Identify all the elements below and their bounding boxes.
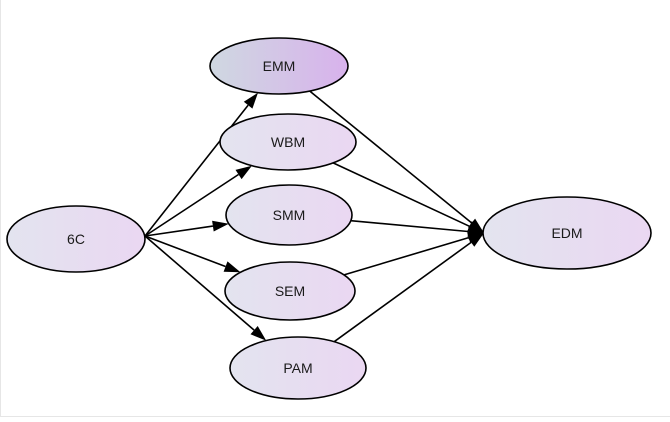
edge-line bbox=[144, 173, 239, 237]
node-6c: 6C bbox=[6, 205, 146, 273]
edge-line bbox=[343, 236, 469, 276]
edge-line bbox=[144, 225, 214, 237]
node-ellipse bbox=[224, 261, 356, 321]
arrowhead-icon bbox=[243, 92, 258, 109]
node-ellipse bbox=[209, 37, 349, 95]
node-ellipse bbox=[482, 196, 652, 270]
node-emm: EMM bbox=[209, 37, 349, 95]
node-edm: EDM bbox=[482, 196, 652, 270]
arrowhead-icon bbox=[235, 165, 252, 180]
arrowhead-icon bbox=[467, 233, 484, 247]
node-label: EMM bbox=[263, 58, 296, 74]
node-ellipse bbox=[6, 205, 146, 273]
frame-border-left bbox=[0, 0, 1, 417]
nodes-layer: 6C EMM WBM SMM SEM PAM EDM bbox=[6, 37, 652, 400]
node-wbm: WBM bbox=[219, 113, 357, 171]
edge-6c-to-pam bbox=[144, 235, 267, 341]
edge-6c-to-sem bbox=[144, 235, 241, 273]
node-label: PAM bbox=[283, 360, 312, 376]
edge-line bbox=[350, 219, 469, 233]
node-label: 6C bbox=[67, 231, 85, 247]
edge-line bbox=[144, 235, 255, 331]
arrowhead-icon bbox=[223, 261, 241, 273]
edge-pam-to-edm bbox=[333, 233, 484, 343]
node-ellipse bbox=[229, 336, 367, 400]
edge-6c-to-wbm bbox=[144, 165, 252, 237]
node-sem: SEM bbox=[224, 261, 356, 321]
edge-line bbox=[144, 235, 226, 268]
node-pam: PAM bbox=[229, 336, 367, 400]
node-ellipse bbox=[225, 184, 353, 246]
edge-line bbox=[332, 162, 470, 228]
edge-wbm-to-edm bbox=[332, 162, 484, 233]
node-label: SEM bbox=[275, 283, 305, 299]
node-label: WBM bbox=[271, 134, 305, 150]
arrowhead-icon bbox=[212, 220, 229, 232]
edge-line bbox=[309, 90, 473, 224]
edges-layer bbox=[144, 90, 484, 343]
node-label: SMM bbox=[273, 207, 306, 223]
node-smm: SMM bbox=[225, 184, 353, 246]
node-label: EDM bbox=[551, 225, 582, 241]
node-ellipse bbox=[219, 113, 357, 171]
edge-sem-to-edm bbox=[343, 232, 484, 276]
arrowhead-icon bbox=[250, 326, 267, 341]
edge-6c-to-smm bbox=[144, 220, 229, 237]
edge-line bbox=[333, 241, 472, 343]
